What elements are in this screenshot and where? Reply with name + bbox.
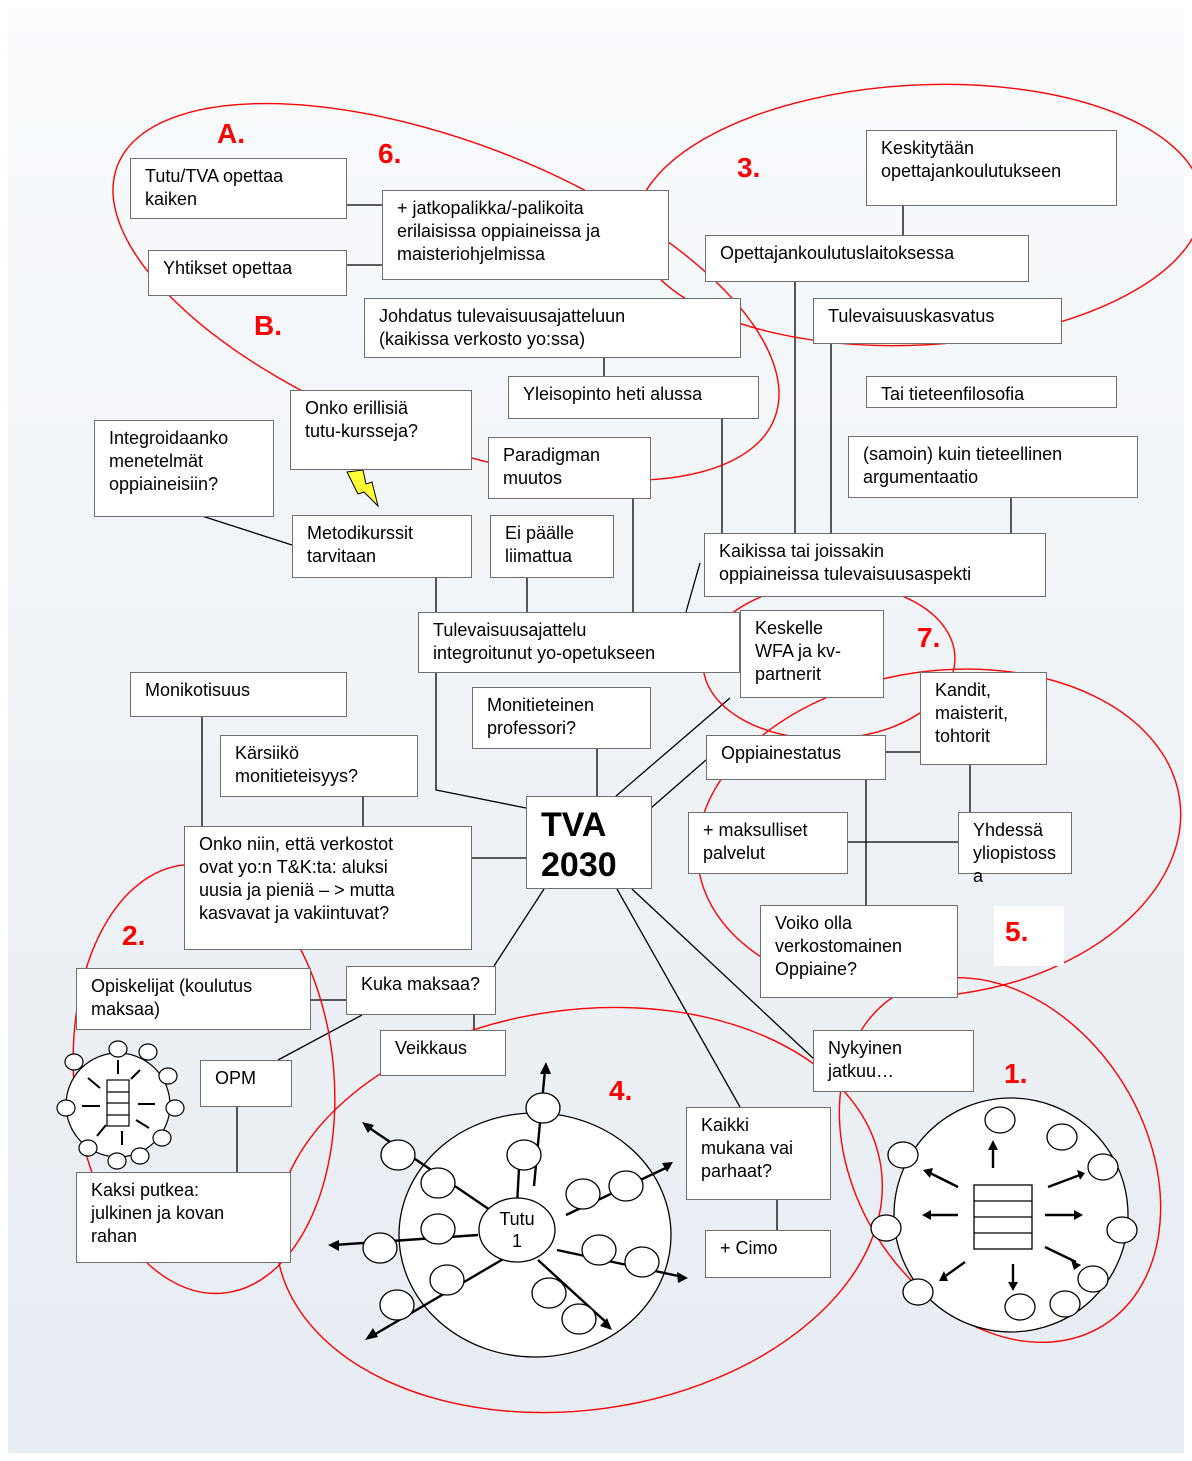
node-opm: OPM <box>200 1060 292 1107</box>
node-opettajankoulutuslaitos: Opettajankoulutuslaitoksessa <box>705 235 1029 282</box>
node-maksulliset: + maksulliset palvelut <box>688 812 848 874</box>
node-tulevaisuusajattelu: Tulevaisuusajattelu integroitunut yo-ope… <box>418 612 740 673</box>
node-tva-2030: TVA 2030 <box>526 796 652 889</box>
node-voiko: Voiko olla verkostomainen Oppiaine? <box>760 905 958 998</box>
marker-5-backdrop <box>994 906 1064 966</box>
node-ei-paalle: Ei päälle liimattua <box>490 515 614 578</box>
node-cimo: + Cimo <box>705 1230 831 1278</box>
lightning-bolt-icon <box>346 469 379 508</box>
node-tai-tieteenfilosofia: Tai tieteenfilosofia <box>866 376 1117 408</box>
node-samoin: (samoin) kuin tieteellinen argumentaatio <box>848 436 1138 498</box>
node-yhtikset: Yhtikset opettaa <box>148 250 347 296</box>
node-opiskelijat: Opiskelijat (koulutus maksaa) <box>76 968 311 1030</box>
tutu-network-hub <box>328 1062 688 1358</box>
node-jatkopalikka: + jatkopalikka/-palikoita erilaisissa op… <box>382 190 669 280</box>
node-monikotisuus: Monikotisuus <box>130 672 347 717</box>
node-onko-erillisia: Onko erillisiä tutu-kursseja? <box>290 390 472 470</box>
small-network-icon <box>56 1040 185 1170</box>
node-tulevaisuuskasvatus: Tulevaisuuskasvatus <box>813 298 1062 344</box>
marker-2: 2. <box>122 920 146 951</box>
node-kaikki-mukana: Kaikki mukana vai parhaat? <box>686 1107 831 1200</box>
node-nykyinen: Nykyinen jatkuu… <box>813 1030 974 1092</box>
network-icon-right <box>870 1097 1138 1333</box>
marker-3: 3. <box>737 152 761 183</box>
marker-1: 1. <box>1004 1058 1028 1089</box>
marker-5: 5. <box>1005 916 1029 947</box>
node-kaksi-putkea: Kaksi putkea: julkinen ja kovan rahan <box>76 1172 291 1263</box>
node-yleisopinto: Yleisopinto heti alussa <box>508 376 759 419</box>
node-onko-niin: Onko niin, että verkostot ovat yo:n T&K:… <box>184 826 472 950</box>
tutu-hub-label: Tutu 1 <box>499 1209 535 1251</box>
node-integroidaanko: Integroidaanko menetelmät oppiaineisiin? <box>94 420 274 517</box>
node-keskelle: Keskelle WFA ja kv- partnerit <box>740 610 884 698</box>
marker-4: 4. <box>609 1075 633 1106</box>
node-kuka-maksaa: Kuka maksaa? <box>346 966 496 1015</box>
node-johdatus: Johdatus tulevaisuusajatteluun (kaikissa… <box>364 298 741 358</box>
marker-b: B. <box>254 310 282 341</box>
node-kandit: Kandit, maisterit, tohtorit <box>920 672 1047 765</box>
node-karsiiko: Kärsiikö monitieteisyys? <box>220 735 418 797</box>
node-oppiainestatus: Oppiainestatus <box>706 735 886 780</box>
node-monitieteinen: Monitieteinen professori? <box>472 687 651 749</box>
node-tutu-tva: Tutu/TVA opettaa kaiken <box>130 158 347 219</box>
node-yhdessa: Yhdessä yliopistoss a <box>958 812 1072 886</box>
node-metodikurssit: Metodikurssit tarvitaan <box>292 515 472 578</box>
node-paradigman: Paradigman muutos <box>488 437 651 499</box>
marker-6: 6. <box>378 138 402 169</box>
node-veikkaus: Veikkaus <box>380 1030 506 1076</box>
node-kaikissa-tai: Kaikissa tai joissakin oppiaineissa tule… <box>704 533 1046 597</box>
node-keskitytaan: Keskitytään opettajankoulutukseen <box>866 130 1117 206</box>
marker-7: 7. <box>917 622 941 653</box>
marker-a: A. <box>217 118 245 149</box>
